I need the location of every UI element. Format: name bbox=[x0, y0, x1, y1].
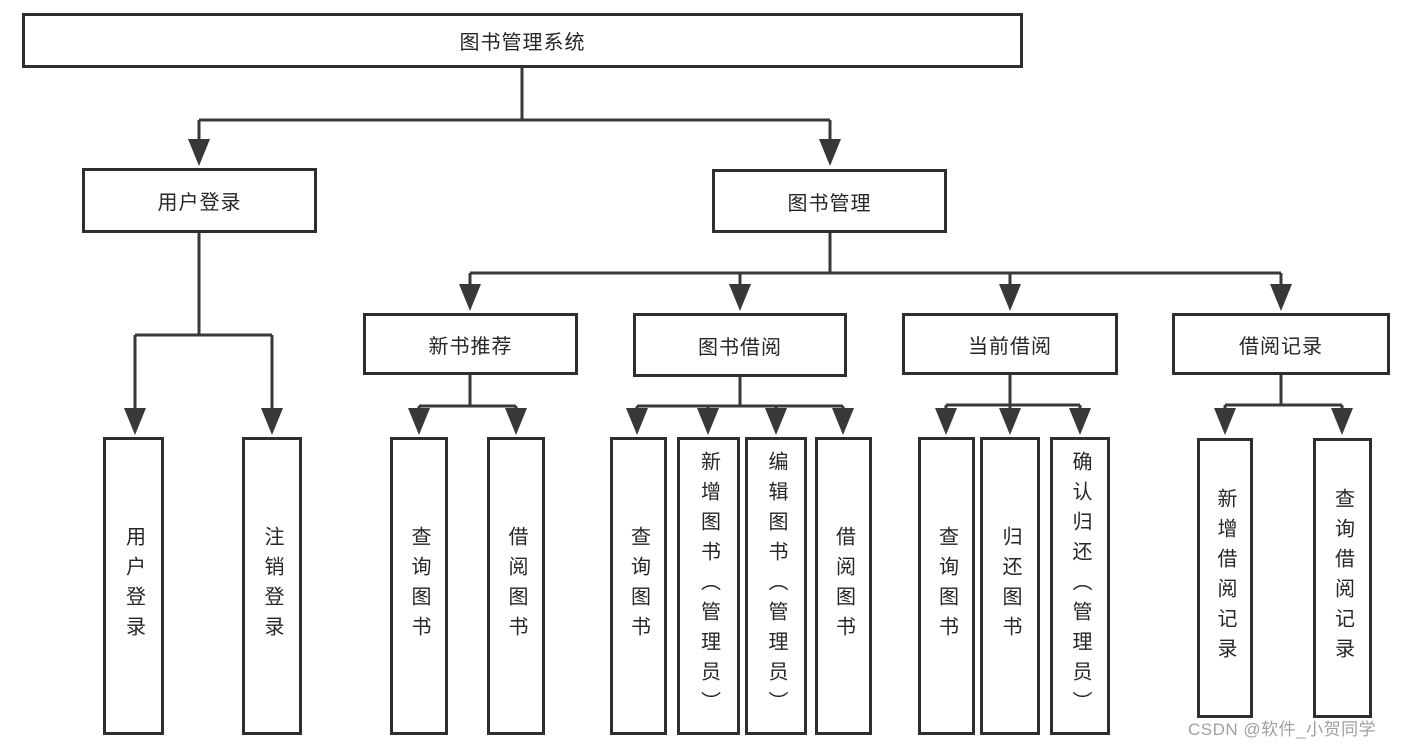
leaf-query-books-recommend: 查询图书 bbox=[390, 437, 448, 735]
leaf-label: 注销登录 bbox=[261, 526, 283, 646]
leaf-label: 借阅图书 bbox=[505, 526, 527, 646]
leaf-label: 查询图书 bbox=[408, 526, 430, 646]
leaf-add-books-admin: 新增图书（管理员） bbox=[677, 437, 740, 735]
leaf-label: 确认归还（管理员） bbox=[1069, 451, 1091, 721]
leaf-label: 查询图书 bbox=[935, 526, 958, 646]
leaf-label: 新增图书（管理员） bbox=[697, 451, 720, 721]
leaf-label: 用户登录 bbox=[122, 526, 145, 646]
leaf-return-books: 归还图书 bbox=[980, 437, 1040, 735]
leaf-add-borrow-record: 新增借阅记录 bbox=[1197, 438, 1253, 718]
leaf-borrow-books: 借阅图书 bbox=[815, 437, 872, 735]
node-new-book-recommend: 新书推荐 bbox=[363, 313, 578, 375]
leaf-label: 新增借阅记录 bbox=[1214, 488, 1236, 668]
csdn-watermark: CSDN @软件_小贺同学 bbox=[1188, 720, 1377, 739]
node-user-login: 用户登录 bbox=[82, 168, 317, 233]
leaf-borrow-books-recommend: 借阅图书 bbox=[487, 437, 545, 735]
node-book-borrowing: 图书借阅 bbox=[633, 313, 847, 377]
arrowheads bbox=[124, 139, 1353, 435]
leaf-query-borrow-record: 查询借阅记录 bbox=[1313, 438, 1372, 718]
leaf-edit-books-admin: 编辑图书（管理员） bbox=[745, 437, 807, 735]
leaf-label: 归还图书 bbox=[999, 526, 1021, 646]
leaf-logout: 注销登录 bbox=[242, 437, 302, 735]
leaf-label: 查询图书 bbox=[627, 526, 650, 646]
leaf-user-login: 用户登录 bbox=[103, 437, 164, 735]
leaf-label: 借阅图书 bbox=[832, 526, 855, 646]
node-borrow-records: 借阅记录 bbox=[1172, 313, 1390, 375]
leaf-label: 查询借阅记录 bbox=[1331, 488, 1354, 668]
leaf-confirm-return-admin: 确认归还（管理员） bbox=[1050, 437, 1110, 735]
leaf-label: 编辑图书（管理员） bbox=[765, 451, 787, 721]
leaf-query-books-current: 查询图书 bbox=[918, 437, 975, 735]
node-book-management: 图书管理 bbox=[712, 169, 947, 233]
node-current-borrowing: 当前借阅 bbox=[902, 313, 1118, 375]
leaf-query-books-borrowing: 查询图书 bbox=[610, 437, 667, 735]
node-root: 图书管理系统 bbox=[22, 13, 1023, 68]
